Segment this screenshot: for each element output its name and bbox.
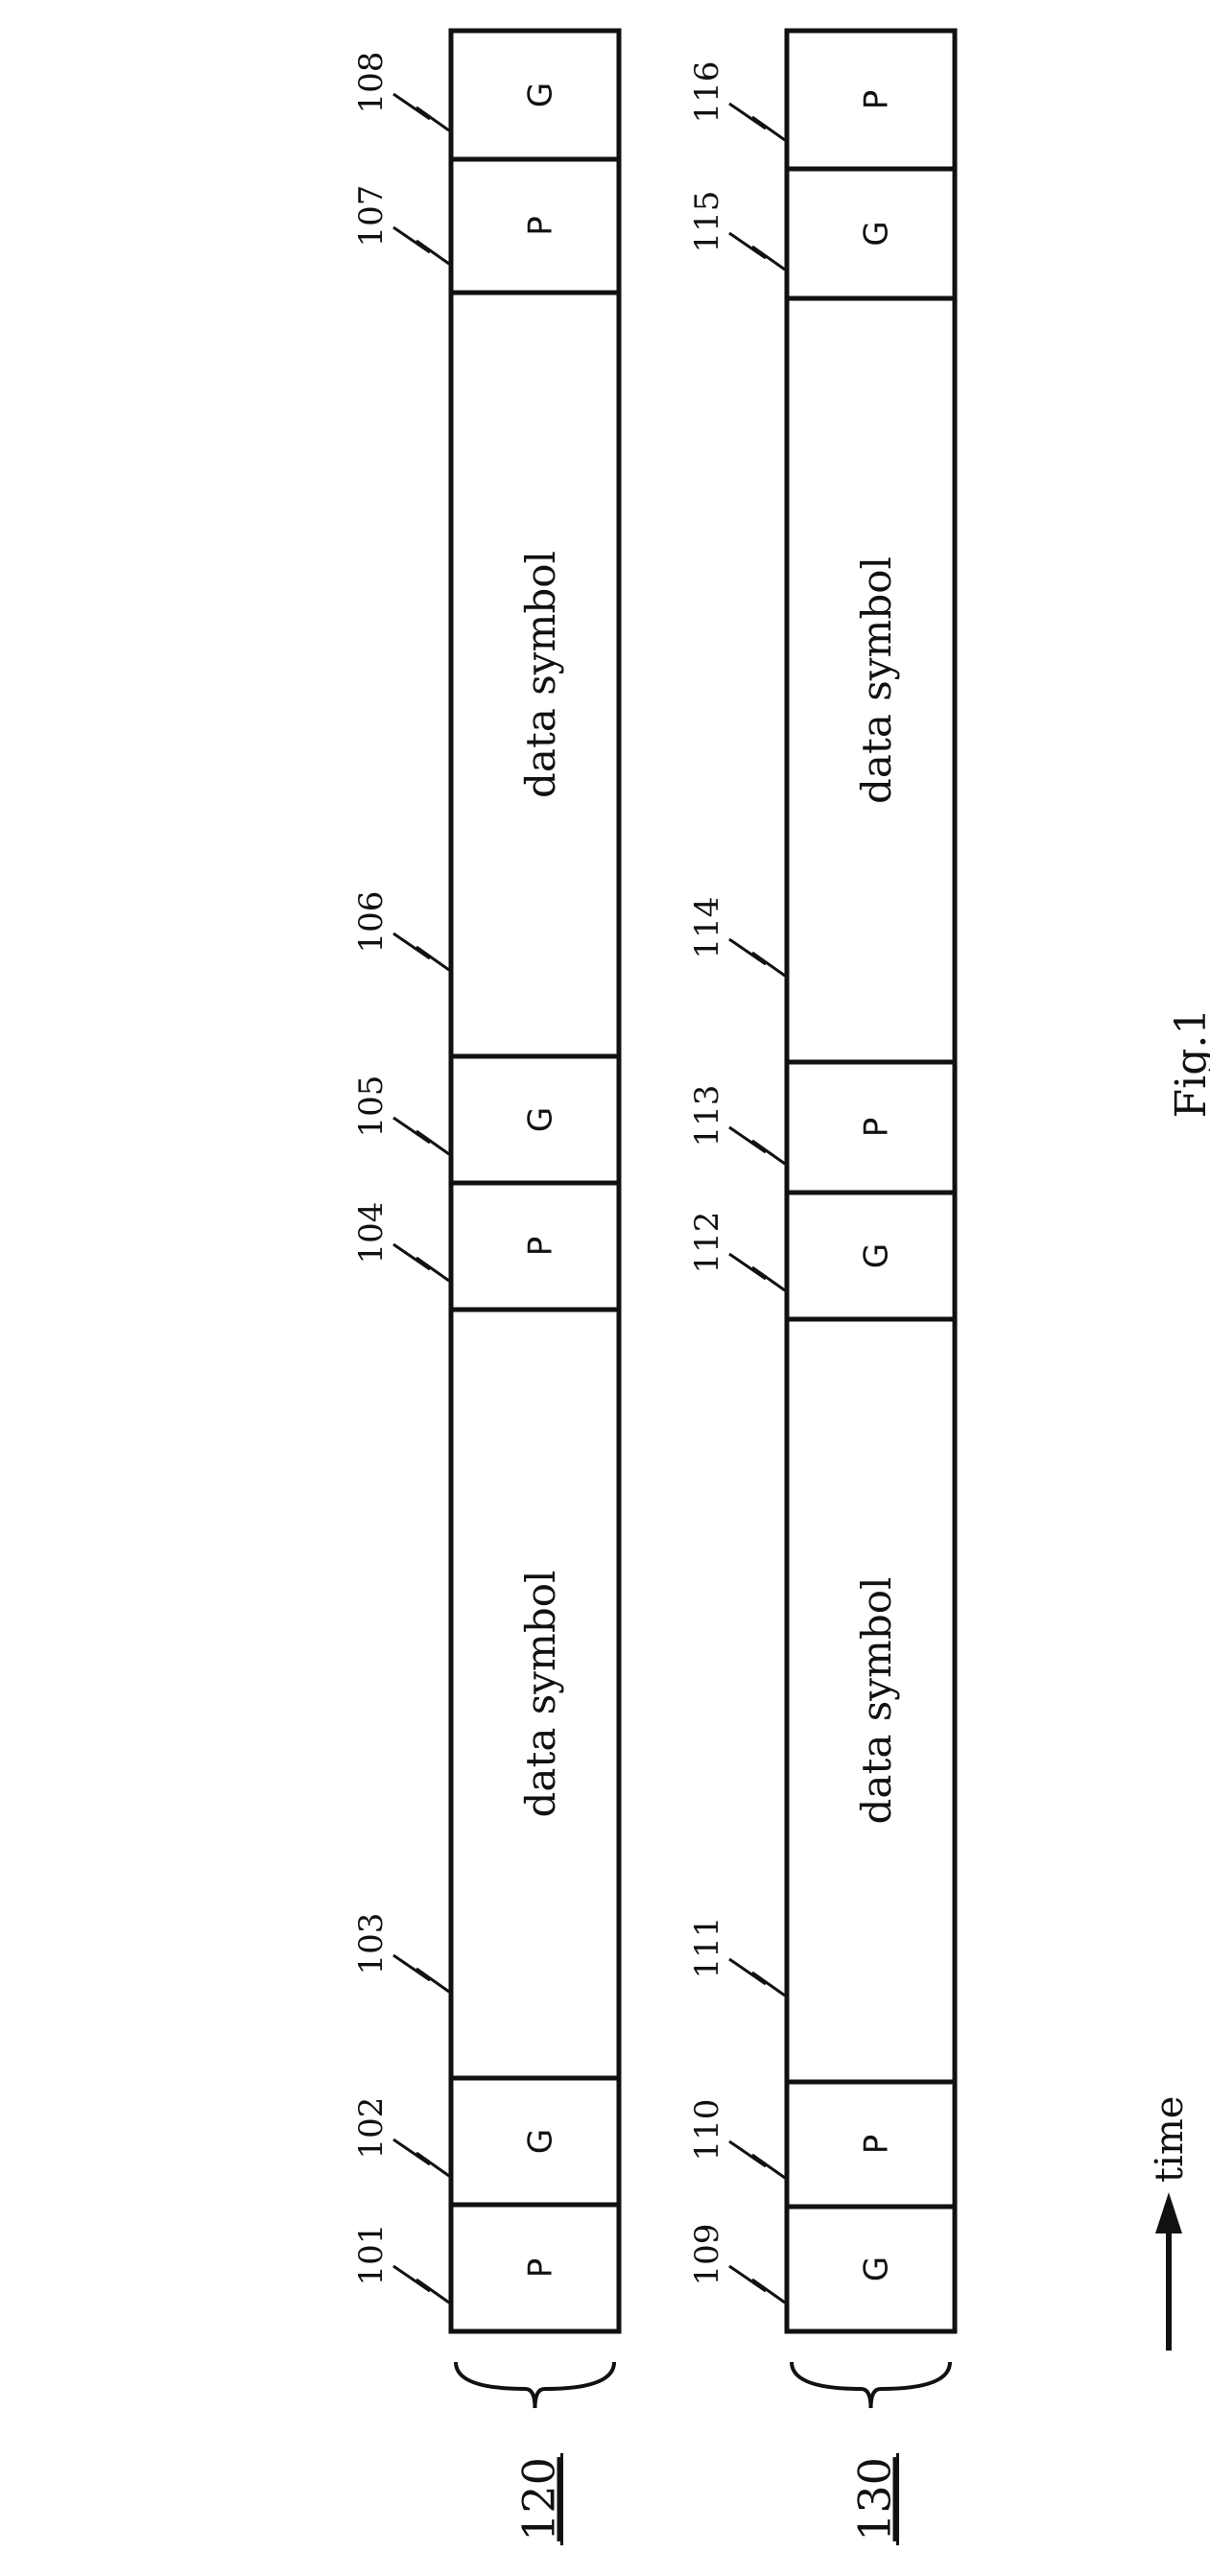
reference-number: 108 — [352, 52, 391, 114]
segment-label: data symbol — [517, 551, 564, 798]
title-layer: Fig.1 — [1167, 1008, 1210, 1119]
segment-label: G — [522, 2129, 560, 2154]
segment-label: P — [522, 1237, 560, 1257]
reference-leader — [393, 227, 449, 264]
time-arrow-head — [1155, 2192, 1182, 2233]
reference-leader — [393, 934, 449, 970]
segment-label: data symbol — [853, 1577, 900, 1825]
reference-number: 110 — [688, 2099, 726, 2162]
segment-102: G 102 — [352, 2078, 619, 2205]
segment-115: G 115 — [688, 169, 955, 298]
segment-106: data symbol 106 — [352, 293, 619, 1056]
segment-label: G — [858, 2257, 896, 2281]
reference-leader — [729, 939, 785, 976]
reference-leader — [393, 1244, 449, 1281]
reference-leader — [729, 1959, 785, 1996]
reference-number: 101 — [352, 2224, 391, 2286]
segment-105: G 105 — [352, 1056, 619, 1183]
segment-112: G 112 — [688, 1193, 955, 1319]
reference-number: 116 — [688, 61, 726, 124]
reference-number: 102 — [352, 2097, 391, 2160]
reference-leader — [729, 2141, 785, 2178]
reference-number: 114 — [688, 897, 726, 959]
segment-label: P — [522, 2258, 560, 2279]
reference-leader — [729, 104, 785, 140]
reference-leader — [729, 1254, 785, 1290]
frame-brace — [456, 2362, 614, 2408]
segment-label: P — [858, 1118, 896, 1138]
segment-111: data symbol 111 — [688, 1319, 955, 2082]
frame-label: 120 — [513, 2457, 565, 2541]
reference-number: 103 — [352, 1913, 391, 1975]
segment-101: P 101 — [352, 2205, 619, 2331]
reference-leader — [729, 233, 785, 270]
reference-number: 104 — [352, 1202, 391, 1264]
reference-leader — [729, 2266, 785, 2303]
frame-1: P101G102data symbol103P104G105data symbo… — [352, 31, 619, 2545]
segment-107: P 107 — [352, 159, 619, 293]
reference-leader — [393, 1118, 449, 1154]
reference-leader — [393, 2266, 449, 2303]
reference-leader — [393, 94, 449, 130]
reference-number: 115 — [688, 191, 726, 253]
segment-114: data symbol 114 — [688, 298, 955, 1062]
frames-layer: P101G102data symbol103P104G105data symbo… — [352, 31, 955, 2545]
frame-label: 130 — [849, 2457, 901, 2541]
segment-label: P — [858, 90, 896, 110]
reference-leader — [393, 2139, 449, 2176]
segment-label: data symbol — [517, 1571, 564, 1818]
reference-number: 107 — [352, 185, 391, 248]
reference-number: 105 — [352, 1075, 391, 1138]
segment-label: P — [858, 2135, 896, 2155]
segment-label: G — [522, 1107, 560, 1132]
segment-label: G — [522, 83, 560, 107]
segment-103: data symbol 103 — [352, 1310, 619, 2078]
segment-108: G 108 — [352, 31, 619, 159]
segment-116: P 116 — [688, 31, 955, 169]
figure-title: Fig.1 — [1167, 1008, 1210, 1119]
segment-110: P 110 — [688, 2082, 955, 2207]
segment-label: data symbol — [853, 556, 900, 804]
reference-leader — [393, 1955, 449, 1992]
frame-2: G109P110data symbol111G112P113data symbo… — [688, 31, 955, 2545]
reference-number: 112 — [688, 1212, 726, 1274]
time-axis: time — [1148, 2096, 1192, 2351]
reference-leader — [729, 1127, 785, 1164]
segment-109: G 109 — [688, 2207, 955, 2331]
reference-number: 113 — [688, 1085, 726, 1147]
segment-113: P 113 — [688, 1062, 955, 1193]
segment-label: G — [858, 1243, 896, 1268]
frame-brace — [792, 2362, 950, 2408]
time-label: time — [1148, 2096, 1192, 2183]
segment-label: G — [858, 221, 896, 246]
segment-label: P — [522, 216, 560, 236]
reference-number: 109 — [688, 2224, 726, 2286]
segment-104: P 104 — [352, 1183, 619, 1310]
reference-number: 106 — [352, 891, 391, 954]
reference-number: 111 — [688, 1917, 726, 1979]
